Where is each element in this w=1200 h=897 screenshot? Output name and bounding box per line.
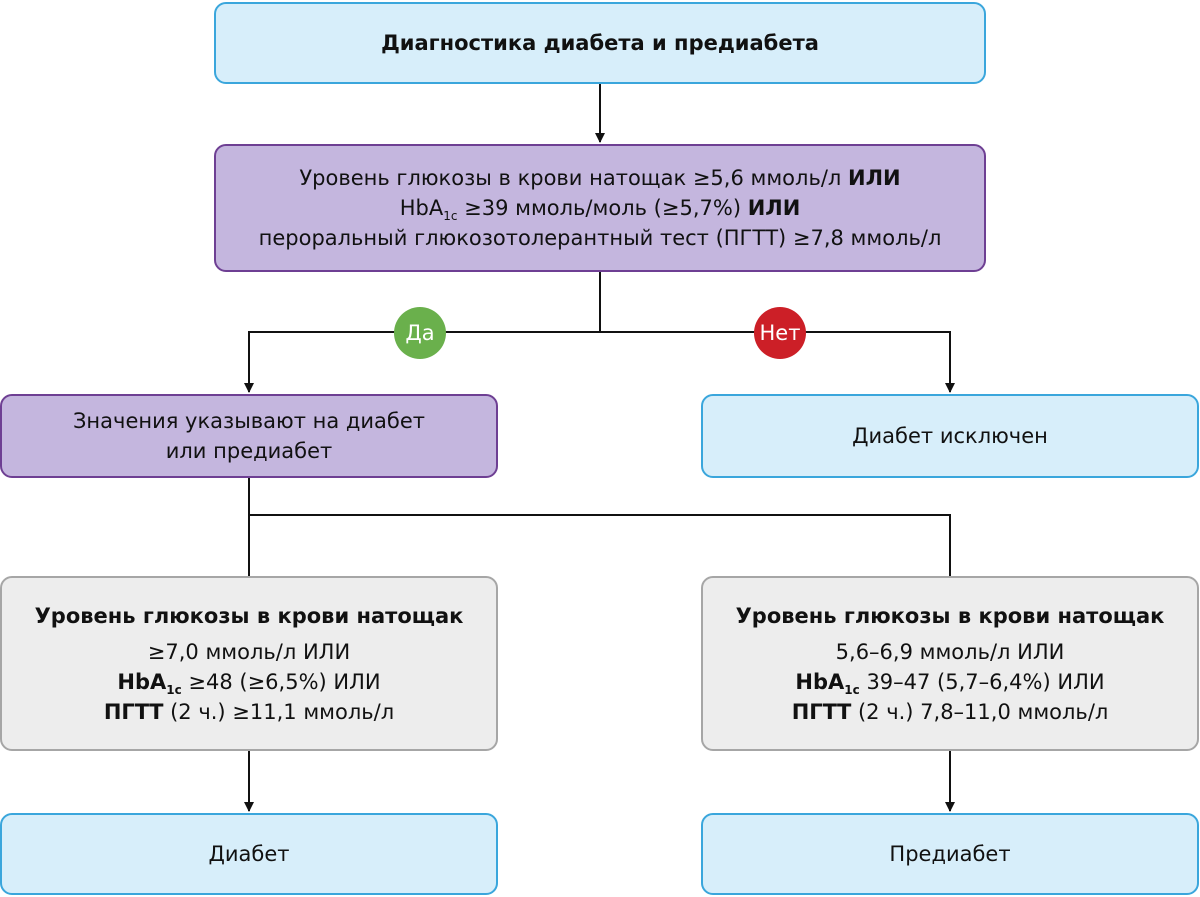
right-criteria-heading: Уровень глюкозы в крови натощак [735,603,1165,628]
criteria-line-3: пероральный глюкозотолерантный тест (ПГТ… [258,226,942,250]
indicates-line-1: Значения указывают на диабет [72,409,426,433]
criteria-line-2: HbA1c ≥39 ммоль/моль (≥5,7%) ИЛИ [400,193,801,223]
branch-line-no [600,331,955,393]
criteria-box: Уровень глюкозы в крови натощак ≥5,6 ммо… [214,144,986,272]
prediabetes-text: Предиабет [889,842,1011,866]
criteria-hba-text: ≥39 ммоль/моль (≥5,7%) [457,196,742,220]
criteria-glucose-text: Уровень глюкозы в крови натощак ≥5,6 ммо… [299,166,842,190]
title-text: Диагностика диабета и предиабета [381,31,819,55]
excluded-box: Диабет исключен [701,394,1199,478]
criteria-line-1: Уровень глюкозы в крови натощак ≥5,6 ммо… [299,163,900,193]
indicates-line-2: или предиабет [165,439,333,463]
excluded-text: Диабет исключен [852,424,1048,448]
right-ogtt-label: ПГТТ [791,699,852,724]
diabetes-box: Диабет [0,813,498,895]
left-hba-prefix: HbA [117,669,167,694]
right-criteria-hba: HbA1c 39–47 (5,7–6,4%) ИЛИ [795,667,1104,697]
criteria-hba-prefix: HbA [399,196,444,220]
left-criteria-heading: Уровень глюкозы в крови натощак [34,603,464,628]
left-hba-sub: 1c [166,682,182,697]
right-ogtt-text: (2 ч.) 7,8–11,0 ммоль/л [851,699,1109,724]
no-badge: Нет [754,307,806,359]
yes-badge: Да [394,307,446,359]
prediabetes-box: Предиабет [701,813,1199,895]
right-hba-text: 39–47 (5,7–6,4%) ИЛИ [859,669,1105,694]
right-criteria-glucose: 5,6–6,9 ммоль/л ИЛИ [835,639,1065,664]
left-criteria-box: Уровень глюкозы в крови натощак ≥7,0 ммо… [0,576,498,751]
left-criteria-ogtt: ПГТТ (2 ч.) ≥11,1 ммоль/л [104,697,394,727]
left-criteria-hba: HbA1c ≥48 (≥6,5%) ИЛИ [117,667,380,697]
right-criteria-box: Уровень глюкозы в крови натощак 5,6–6,9 … [701,576,1199,751]
right-criteria-ogtt: ПГТТ (2 ч.) 7,8–11,0 ммоль/л [792,697,1109,727]
diabetes-text: Диабет [208,842,290,866]
left-ogtt-label: ПГТТ [103,699,164,724]
right-hba-sub: 1c [844,682,860,697]
left-criteria-glucose: ≥7,0 ммоль/л ИЛИ [147,639,351,664]
criteria-or-2: ИЛИ [747,196,801,220]
left-ogtt-text: (2 ч.) ≥11,1 ммоль/л [163,699,395,724]
criteria-hba-sub: 1c [443,209,458,223]
right-hba-prefix: HbA [795,669,845,694]
title-box: Диагностика диабета и предиабета [214,2,986,84]
indicates-box: Значения указывают на диабет или предиаб… [0,394,498,478]
left-hba-text: ≥48 (≥6,5%) ИЛИ [181,669,381,694]
split-line [248,478,951,576]
criteria-or-1: ИЛИ [848,166,901,190]
